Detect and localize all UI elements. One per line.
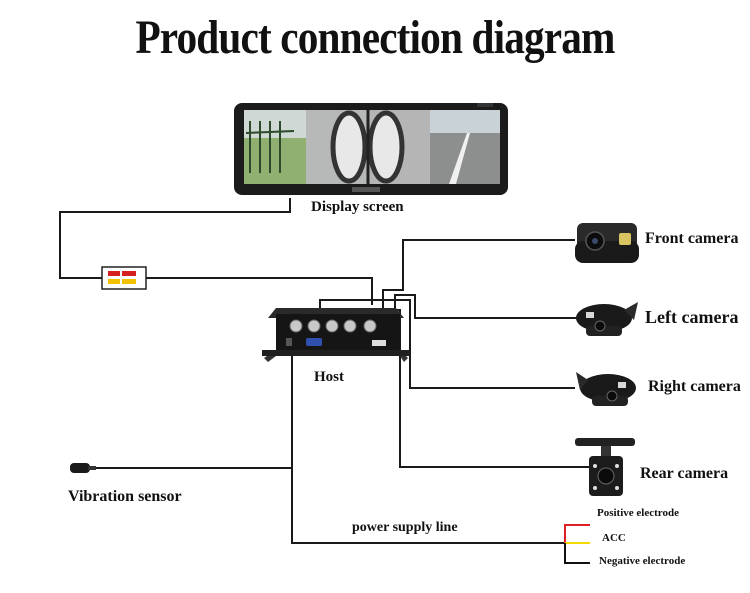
- display-screen-label: Display screen: [311, 199, 404, 215]
- negative-wire: [564, 543, 590, 564]
- display-video-wire: [59, 198, 291, 279]
- positive-electrode-label: Positive electrode: [597, 507, 679, 519]
- left-camera-label: Left camera: [645, 307, 739, 327]
- vibration-sensor-wire: [95, 350, 293, 469]
- left-camera-wire: [394, 294, 577, 319]
- vibration-sensor: [70, 463, 96, 473]
- diagram-title: Product connection diagram: [135, 11, 615, 64]
- front-camera: [575, 223, 639, 263]
- display-screen: [234, 103, 508, 195]
- right-camera-wire: [319, 299, 575, 389]
- power-supply-wire: [291, 468, 565, 544]
- right-camera: [576, 372, 636, 406]
- host-label: Host: [314, 369, 344, 385]
- positive-wire: [564, 524, 590, 543]
- rca-connector: [101, 266, 147, 290]
- vibration-sensor-label: Vibration sensor: [68, 488, 182, 505]
- right-camera-label: Right camera: [648, 378, 741, 395]
- negative-electrode-label: Negative electrode: [599, 555, 686, 567]
- rca-to-host-wire: [145, 277, 373, 305]
- front-camera-wire: [382, 239, 575, 318]
- rear-camera: [575, 438, 635, 496]
- host-unit: [262, 308, 410, 362]
- front-camera-label: Front camera: [645, 230, 739, 247]
- rear-camera-label: Rear camera: [640, 465, 729, 482]
- power-supply-line-label: power supply line: [352, 520, 458, 535]
- left-camera: [576, 302, 638, 336]
- acc-label: ACC: [602, 532, 626, 544]
